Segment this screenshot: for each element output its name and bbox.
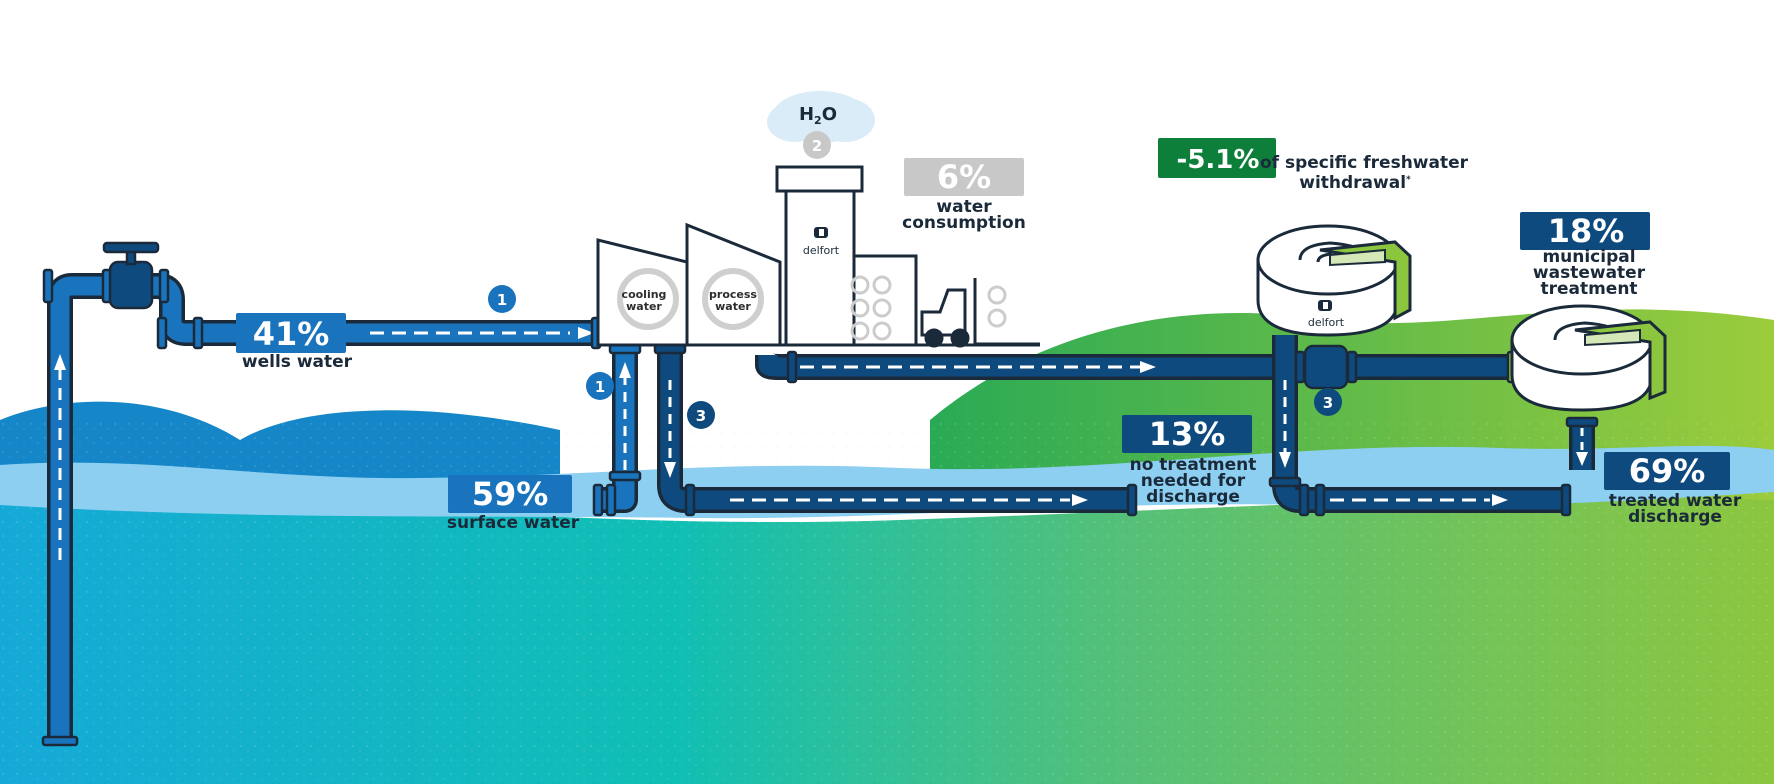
pipe-flanges: [41, 268, 1599, 747]
wells-label: wells water: [242, 352, 353, 372]
no-treatment-label-2: needed for: [1141, 471, 1246, 491]
cooling-cycle-icon: [617, 268, 679, 330]
cooling-water-label-1: cooling: [622, 288, 667, 301]
consumption-label-1: water: [936, 197, 992, 217]
municipal-treatment-plant-icon: [1510, 304, 1667, 412]
marker-plant-to-river: 3: [1323, 394, 1333, 412]
process-water-label-1: process: [709, 288, 757, 301]
plant-brand: delfort: [1308, 316, 1345, 329]
steam-cloud-icon: [767, 91, 875, 143]
factory-logo-icon: [814, 227, 828, 238]
no-treatment-stat: 13% no treatment needed for discharge: [1122, 415, 1256, 507]
freshwater-label-2: withdrawal*: [1299, 173, 1411, 193]
marker-well-to-mill: 1: [497, 291, 507, 309]
cooling-water-label-2: water: [626, 300, 662, 313]
treated-stat: 69% treated water discharge: [1604, 452, 1742, 527]
process-water-label-2: water: [715, 300, 751, 313]
municipal-label-3: treatment: [1540, 279, 1637, 299]
h2o-label: H2O: [799, 104, 837, 127]
treated-value: 69%: [1629, 452, 1706, 490]
no-treatment-label-1: no treatment: [1130, 455, 1257, 475]
wells-stat: 41% wells water: [236, 313, 353, 372]
no-treatment-label-3: discharge: [1146, 487, 1240, 507]
surface-label: surface water: [447, 513, 580, 533]
plant-valve-icon: [1294, 344, 1358, 390]
marker-mill-to-river: 3: [696, 407, 706, 425]
step-markers: 1 1 2 3 3: [488, 131, 1342, 429]
wells-value: 41%: [253, 315, 330, 353]
plant-logo-icon: [1318, 300, 1332, 311]
process-cycle-icon: [702, 268, 764, 330]
well-valve-icon: [102, 241, 160, 310]
consumption-value: 6%: [937, 158, 991, 196]
no-treatment-value: 13%: [1149, 415, 1226, 453]
surface-stat: 59% surface water: [447, 475, 580, 533]
treated-label-2: discharge: [1628, 507, 1722, 527]
consumption-label-2: consumption: [902, 213, 1026, 233]
municipal-value: 18%: [1548, 212, 1625, 250]
freshwater-value: -5.1%: [1177, 145, 1260, 175]
municipal-label-2: wastewater: [1533, 263, 1646, 283]
flow-arrows: [54, 327, 1588, 506]
forklift-icon: [920, 278, 1040, 348]
municipal-stat: 18% municipal wastewater treatment: [1520, 212, 1650, 299]
treated-label-1: treated water: [1609, 491, 1742, 511]
factory-brand: delfort: [803, 244, 840, 257]
freshwater-stat: -5.1% of specific freshwater withdrawal*: [1158, 138, 1469, 193]
freshwater-label-1: of specific freshwater: [1260, 153, 1469, 173]
delfort-treatment-plant-icon: [1256, 224, 1412, 337]
paper-rolls-icon: [850, 275, 1007, 341]
surface-value: 59%: [472, 475, 549, 513]
consumption-stat: 6% water consumption: [902, 158, 1026, 233]
municipal-label-1: municipal: [1542, 247, 1635, 267]
marker-evaporation: 2: [812, 137, 822, 155]
marker-surface-to-mill: 1: [595, 378, 605, 396]
